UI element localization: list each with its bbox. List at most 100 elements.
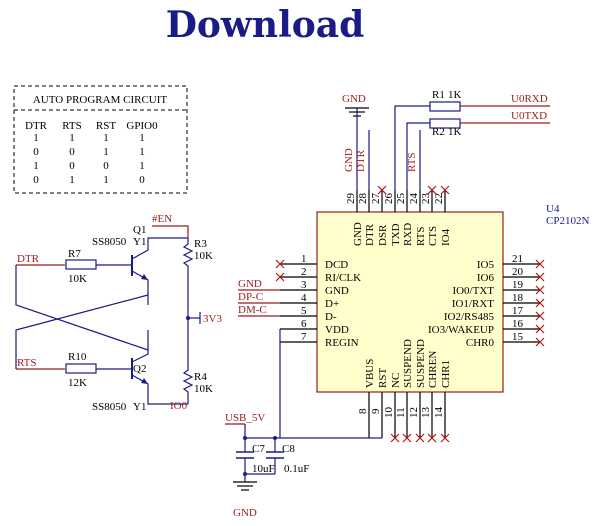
pin-num: 16 [512,318,524,330]
r1-label: R1 [432,89,445,101]
net-gnd: GND [343,148,355,172]
nc-mark [535,272,545,282]
pin-num: 28 [357,193,369,205]
auto-program-box [13,85,188,194]
table-rows: 1 1 1 1 0 0 1 1 1 0 0 1 0 1 1 0 [33,132,145,186]
pin-num: 6 [301,318,307,330]
col-rst: RST [96,120,116,132]
c8-label: C8 [282,443,295,455]
power-section: USB_5V C7 10uF C8 0.1uF GND [225,342,369,519]
pin-name: IO2/RS485 [444,311,495,323]
pin-name: TXD [390,223,402,246]
pin-num: 12 [408,407,420,418]
pin-name: NC [390,373,402,388]
nc-mark [535,311,545,321]
pin-num: 18 [512,292,524,304]
r4-value: 10K [194,383,213,395]
r1-value: 1K [448,89,462,101]
top-pins: 29 28 27 26 25 24 23 22 GND DTR DSR TXD … [345,185,452,246]
pin-num: 24 [408,193,420,205]
pin-num: 2 [301,266,307,278]
pin-name: RTS [415,226,427,246]
vbus-wire [244,424,369,439]
nc-mark [535,259,545,269]
nc-mark [535,337,545,347]
r7-label: R7 [68,248,81,260]
pin-num: 5 [301,305,307,317]
nc-mark [535,324,545,334]
left-net-dm: DM-C [238,304,267,316]
table-cell: 1 [139,146,145,158]
pin-name: CHR1 [440,360,452,388]
right-pins: 21 20 19 18 17 16 15 IO5 IO6 IO0/TXT IO1… [428,253,545,349]
q1-emitter [131,270,149,305]
en-wire [152,225,189,238]
r7-value: 10K [68,273,87,285]
table-cell: 0 [139,174,145,186]
pin-name: VDD [325,324,349,336]
table-cell: 1 [33,132,39,144]
pin-num: 19 [512,279,524,291]
col-rts: RTS [62,120,82,132]
pin-num: 1 [301,253,307,265]
pin-num: 15 [512,331,524,343]
r3-resistor [182,238,194,318]
pin-name: IO4 [440,228,452,246]
q1-label: Q1 [133,224,146,236]
bottom-pins: 8 9 10 11 12 13 14 VBUS RST NC SUSPEND S… [357,339,452,443]
pin-name: CHREN [427,351,439,388]
net-dtr: DTR [355,149,367,172]
nc-mark [402,433,412,443]
pin-name: RI/CLK [325,272,361,284]
txd-wire [394,105,430,190]
pin-name: IO5 [477,259,495,271]
pin-num: 7 [301,331,307,343]
rxd-wire [406,122,430,190]
table-cell: 0 [103,160,109,172]
c8-value: 0.1uF [284,463,309,475]
table-cell: 0 [33,174,39,186]
table-cell: 1 [33,160,39,172]
q2-arrow [141,378,148,384]
pin-name: VBUS [364,359,376,388]
nc-mark [390,433,400,443]
r4-label: R4 [194,371,207,383]
cp2102n-chip: U4 CP2102N 29 28 27 26 25 24 23 22 GND D… [238,185,589,443]
pin-num: 13 [420,407,432,419]
r2-label: R2 [432,126,445,138]
gnd-bottom-label: GND [233,507,257,519]
pin-num: 29 [345,193,357,205]
3v3-label: 3V3 [203,313,222,325]
en-label: #EN [152,213,172,225]
r3-label: R3 [194,238,207,250]
r2-value: 1K [448,126,462,138]
c7-value: 10uF [252,463,275,475]
r10-resistor [65,363,97,374]
left-pins: 1 2 3 4 5 6 7 DCD RI/CLK GND D+ D- VDD R… [238,253,361,349]
io0-label: IO0 [170,400,188,412]
junction-dot [243,472,247,476]
pin-num: 25 [395,193,407,205]
pin-num: 27 [370,193,382,205]
page-title: Download [166,4,365,46]
q2-label: Q2 [133,363,146,375]
chip-ref: U4 [546,203,560,215]
pin-num: 21 [512,253,523,265]
cross-wire-1 [15,265,149,351]
nc-mark [427,433,437,443]
table-cell: 1 [139,160,145,172]
nc-mark [535,285,545,295]
u0rxd-label: U0RXD [511,93,548,105]
pin-name: GND [325,285,349,297]
table-cell: 0 [69,146,75,158]
q2-y: Y1 [133,401,146,413]
gnd-top-label: GND [342,93,366,105]
pin-name: CTS [427,226,439,246]
q2-emitter [131,374,188,405]
u0txd-label: U0TXD [511,110,547,122]
pin-num: 20 [512,266,524,278]
r10-value: 12K [68,377,87,389]
nc-mark [377,185,387,195]
left-net-dp: DP-C [238,291,263,303]
